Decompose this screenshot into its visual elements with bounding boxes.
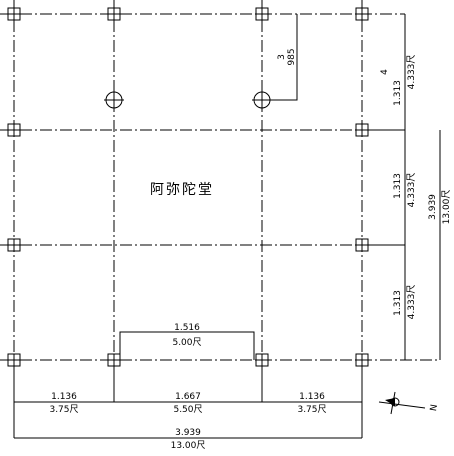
pillar-symbol	[7, 7, 21, 21]
pillar-symbol	[355, 353, 369, 367]
right-dim-top-m: 1.313	[393, 80, 403, 106]
opening-dim-m: 1.516	[174, 323, 200, 333]
round-pillar-symbol	[252, 90, 272, 110]
pillar-symbol	[255, 353, 269, 367]
right-dim-top-shaku: 4.333尺	[406, 55, 417, 90]
pillar3-value: 985	[287, 48, 297, 65]
round-pillar-symbol	[104, 90, 124, 110]
bottom-dim-left-m: 1.136	[51, 392, 77, 402]
bottom-dim-right-m: 1.136	[299, 392, 325, 402]
right-dim-middle-shaku: 4.333尺	[406, 173, 417, 208]
north-label: N	[426, 403, 437, 411]
pillars	[7, 7, 369, 367]
bottom-dim-center-shaku: 5.50尺	[173, 404, 202, 415]
opening-dimension-line	[119, 331, 255, 360]
north-arrow-icon	[378, 391, 426, 415]
bottom-dim-total-m: 3.939	[175, 428, 201, 438]
opening-dim-shaku: 5.00尺	[172, 337, 201, 348]
pillar-symbol	[107, 353, 121, 367]
pillar3-leader	[270, 14, 298, 101]
right-dim-total-m: 3.939	[428, 194, 438, 220]
bottom-dim-center-m: 1.667	[175, 392, 201, 402]
pillar-symbol	[107, 7, 121, 21]
building-title: 阿弥陀堂	[150, 181, 214, 198]
right-dim-bottom-shaku: 4.333尺	[406, 285, 417, 320]
right-dim-total-shaku: 13.00尺	[441, 190, 452, 225]
pillar3-label: 3	[277, 54, 287, 60]
bottom-dim-right-shaku: 3.75尺	[297, 404, 326, 415]
pillar-symbol	[255, 7, 269, 21]
right-dim-middle-m: 1.313	[393, 173, 403, 199]
right-dim-bottom-m: 1.313	[393, 290, 403, 316]
pillar-symbol	[355, 7, 369, 21]
pillar-symbol	[7, 353, 21, 367]
bottom-dim-total-shaku: 13.00尺	[171, 440, 206, 451]
right-dim-top-label: 4	[380, 69, 390, 75]
pillar-symbol	[7, 123, 21, 137]
pillar-symbol	[7, 238, 21, 252]
bottom-dim-left-shaku: 3.75尺	[49, 404, 78, 415]
